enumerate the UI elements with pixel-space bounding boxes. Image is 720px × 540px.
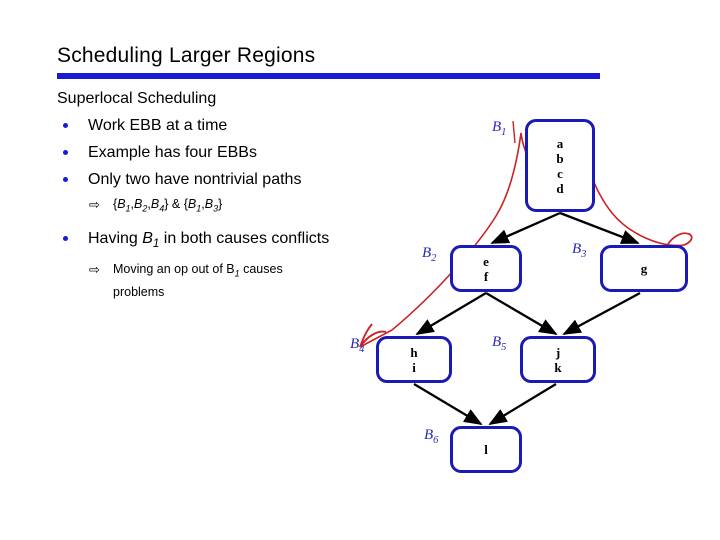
cfg-op: f (483, 268, 489, 284)
sub-bullet-moving-line2: problems (113, 285, 165, 300)
bullet-label: Having B1 in both causes conflicts (88, 229, 330, 250)
edge-b5-b6 (488, 383, 557, 425)
sub-bullet-sets-label: {B1,B2,B4} & {B1,B3} (113, 197, 223, 214)
edge-b2-b5 (485, 292, 558, 335)
cfg-node-label-b6: B6 (424, 427, 439, 446)
cfg-node-b2[interactable]: e f (450, 245, 522, 292)
cfg-op: b (556, 150, 564, 166)
cfg-op: j (555, 344, 561, 360)
sub-bullet-moving: ⇨ Moving an op out of B1 causes problems (57, 260, 427, 303)
bullet-dot-icon (63, 235, 68, 241)
sub-bullet-sets: ⇨ {B1,B2,B4} & {B1,B3} (57, 195, 427, 219)
bullet-dot-icon (63, 177, 68, 182)
edge-b1-b3 (559, 211, 640, 245)
cfg-node-label-b2: B2 (422, 245, 437, 264)
cfg-node-label-b5: B5 (492, 334, 507, 353)
edge-b4-b6 (413, 383, 483, 425)
cfg-edges (413, 211, 641, 425)
bullet-label: Only two have nontrivial paths (88, 171, 302, 188)
arrow-glyph-icon: ⇨ (89, 197, 100, 212)
title-divider (57, 73, 600, 79)
body-content: Superlocal Scheduling Work EBB at a time… (57, 88, 427, 302)
cfg-op: l (484, 442, 488, 457)
cfg-op: a (556, 135, 564, 151)
edge-b3-b5 (562, 291, 641, 336)
cfg-node-label-b4: B4 (350, 336, 365, 355)
cfg-node-label-b3: B3 (572, 241, 587, 260)
cfg-node-b4[interactable]: h i (376, 336, 452, 383)
cfg-op: h (410, 344, 418, 360)
bullet-item-3: Only two have nontrivial paths (57, 166, 427, 193)
cfg-node-b5[interactable]: j k (520, 336, 596, 383)
bullet-item-2: Example has four EBBs (57, 139, 427, 166)
bullet-item-1: Work EBB at a time (57, 112, 427, 139)
edge-b1-b2 (490, 211, 561, 245)
bullet-dot-icon (63, 123, 68, 128)
cfg-node-label-b1: B1 (492, 119, 507, 138)
cfg-op: e (483, 253, 489, 269)
cfg-op: c (557, 165, 563, 181)
body-heading: Superlocal Scheduling (57, 90, 217, 107)
cfg-node-b1[interactable]: a b c d (525, 119, 595, 212)
cfg-node-b6[interactable]: l (450, 426, 522, 473)
cfg-op: g (640, 261, 648, 276)
bullet-label: Example has four EBBs (88, 144, 257, 161)
page-title: Scheduling Larger Regions (57, 44, 316, 67)
arrow-glyph-icon: ⇨ (89, 261, 100, 277)
bullet-dot-icon (63, 150, 68, 155)
bullet-item-4: Having B1 in both causes conflicts (57, 225, 427, 258)
cfg-op: i (412, 359, 416, 375)
cfg-op: d (556, 180, 564, 196)
bullet-label: Work EBB at a time (88, 117, 228, 134)
sub-bullet-moving-label: Moving an op out of B1 causes problems (113, 262, 427, 303)
cfg-op: k (554, 359, 562, 375)
edge-b2-b4 (415, 292, 487, 335)
annotation-arrow-c-to-b3-head (667, 232, 693, 246)
annotation-stub-b1 (512, 120, 516, 144)
cfg-node-b3[interactable]: g (600, 245, 688, 292)
